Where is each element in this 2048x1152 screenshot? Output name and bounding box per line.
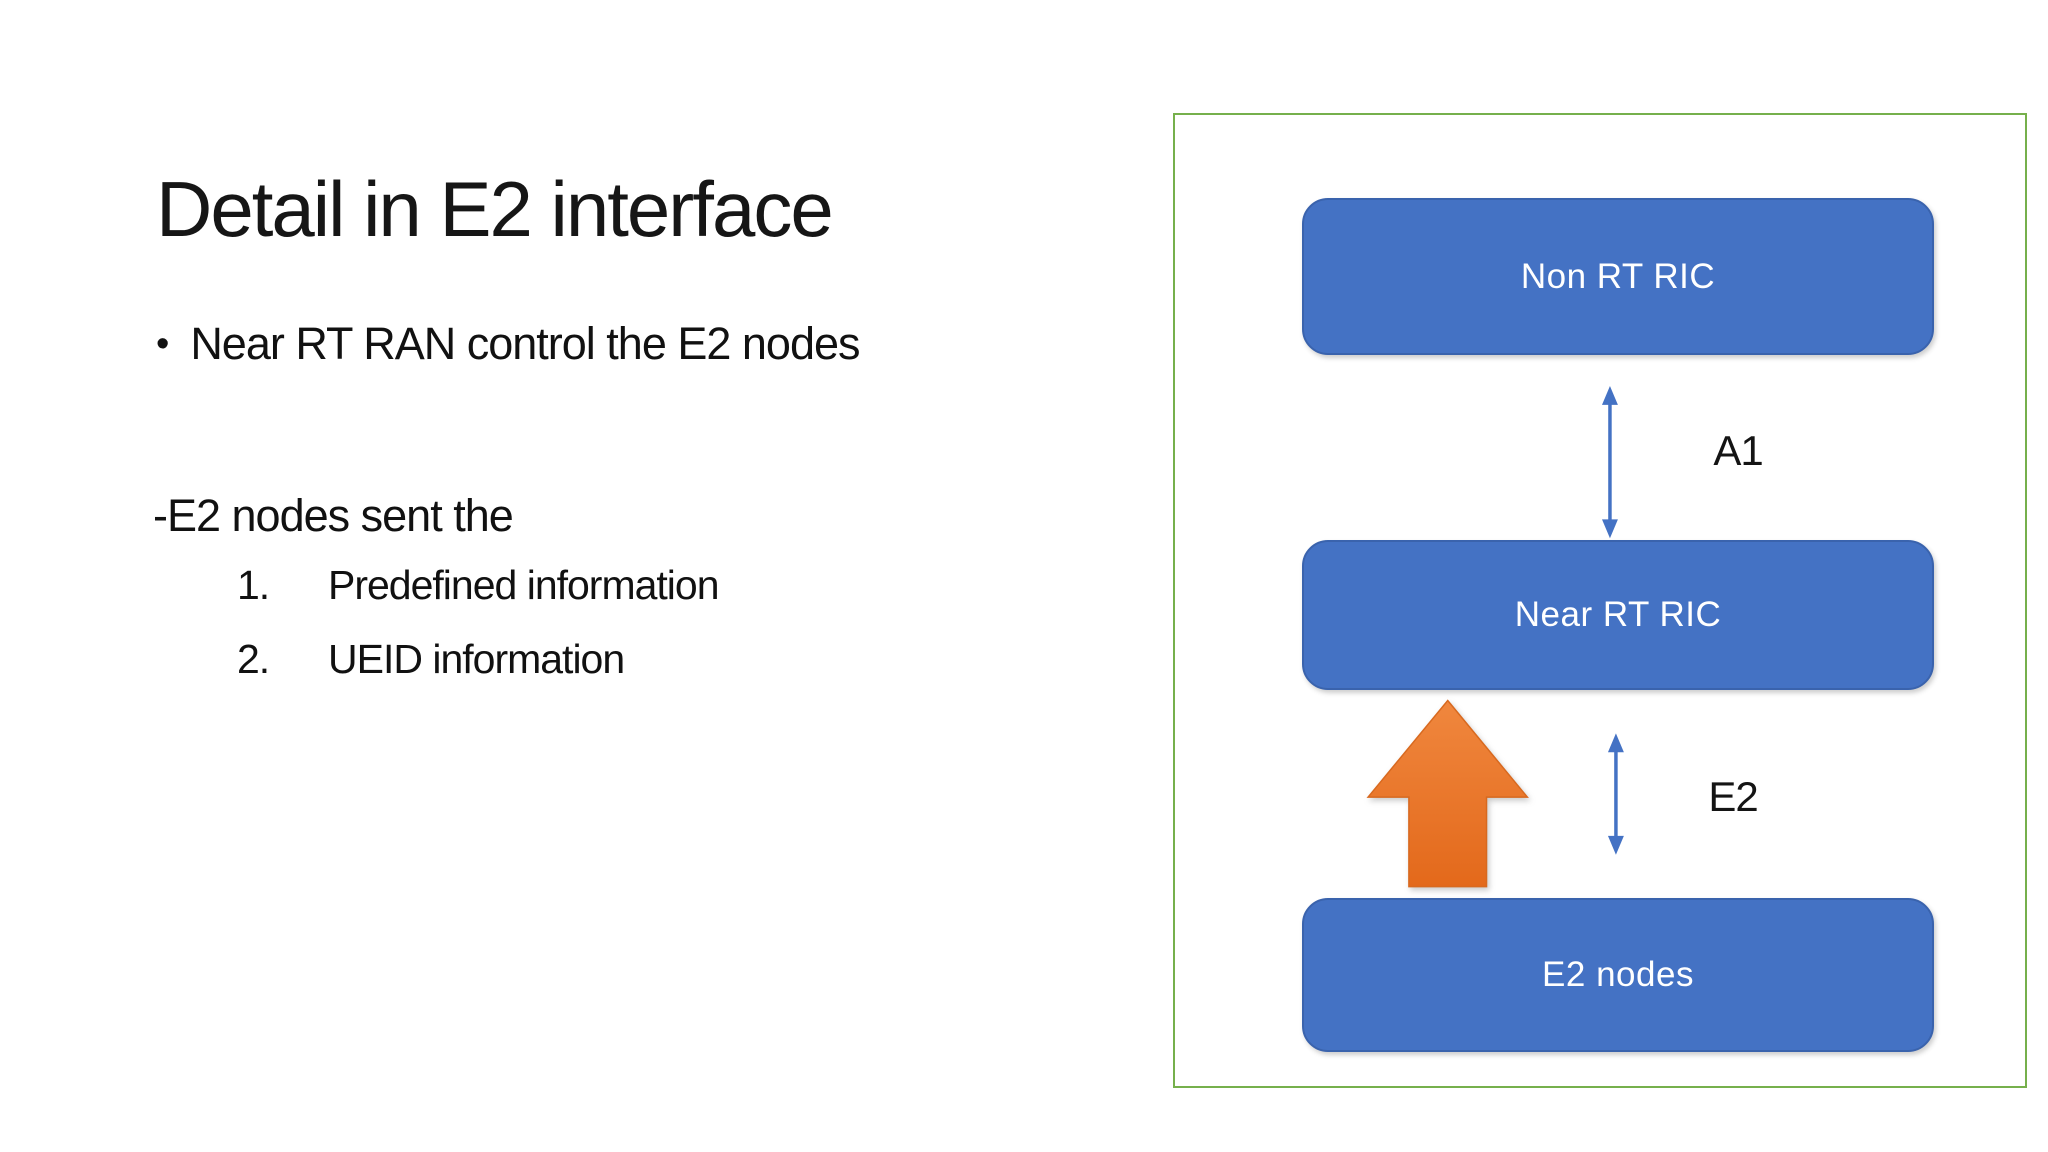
- up-block-arrow-icon: [1366, 699, 1529, 888]
- sub-heading: -E2 nodes sent the: [153, 490, 514, 541]
- list-item-number: 1.: [237, 562, 270, 608]
- slide-title: Detail in E2 interface: [156, 165, 834, 254]
- a1-double-arrow-icon: [1601, 386, 1618, 539]
- node-non-rt-ric: Non RT RIC: [1302, 198, 1934, 355]
- e2-interface-label: E2: [1708, 773, 1758, 820]
- list-item-text: UEID information: [328, 636, 625, 682]
- numbered-list: 1. Predefined information 2. UEID inform…: [237, 562, 720, 710]
- node-near-rt-ric: Near RT RIC: [1302, 540, 1934, 690]
- bullet-text: Near RT RAN control the E2 nodes: [190, 318, 860, 369]
- e2-interface-diagram: Non RT RIC Near RT RIC E2 nodes A1 E2: [1173, 113, 2027, 1088]
- list-item-text: Predefined information: [328, 562, 720, 608]
- bullet-icon: •: [156, 323, 169, 365]
- list-item: 2. UEID information: [237, 636, 719, 683]
- node-label: Near RT RIC: [1514, 595, 1722, 634]
- node-label: Non RT RIC: [1520, 256, 1716, 296]
- e2-double-arrow-icon: [1607, 733, 1624, 855]
- diagram-connectors-layer: [1366, 386, 1624, 888]
- list-item-number: 2.: [237, 636, 270, 682]
- node-e2-nodes: E2 nodes: [1302, 898, 1934, 1052]
- bullet-item: • Near RT RAN control the E2 nodes: [156, 318, 861, 370]
- list-item: 1. Predefined information: [237, 562, 720, 609]
- node-label: E2 nodes: [1542, 955, 1694, 994]
- a1-interface-label: A1: [1713, 427, 1763, 474]
